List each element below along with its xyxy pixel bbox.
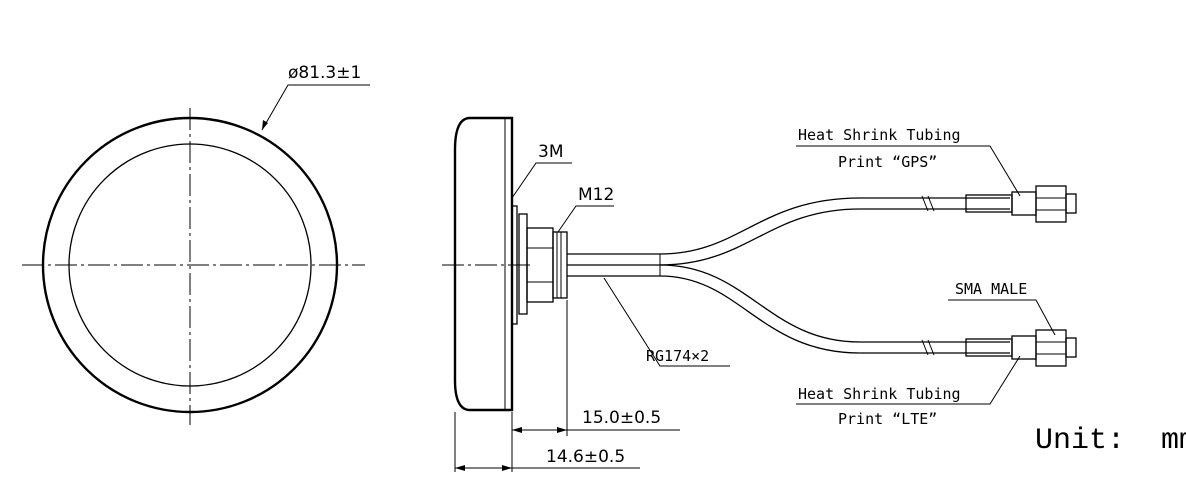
nut: [526, 227, 554, 303]
front-view: ø81.3±1: [22, 63, 370, 425]
adhesive-leader: [511, 162, 572, 199]
cable-label: RG174×2: [646, 347, 709, 365]
thread-label: M12: [578, 185, 614, 205]
cable-gps: [659, 197, 1010, 255]
dim-height: 14.6±0.5: [546, 447, 625, 467]
dimensions: 15.0±0.5 14.6±0.5: [454, 300, 680, 472]
sleeve-lte-label-line1: Heat Shrink Tubing: [798, 385, 961, 403]
diameter-arrow: [262, 120, 268, 130]
connector-leader: [948, 299, 1056, 336]
sleeve-gps-label-line2: Print “GPS”: [838, 153, 937, 171]
antenna-dome-side: [453, 116, 514, 412]
connector-label: SMA MALE: [955, 280, 1027, 298]
threaded-stud: [552, 231, 568, 299]
connector-lte: [1035, 329, 1067, 367]
cable-lte: [659, 264, 1010, 343]
connector-gps: [1035, 185, 1067, 223]
adhesive-label: 3M: [538, 142, 563, 162]
sleeve-gps-label-line1: Heat Shrink Tubing: [798, 126, 961, 144]
sleeve-lte-label-line2: Print “LTE”: [838, 410, 937, 428]
thread-leader: [557, 205, 614, 233]
diameter-label: ø81.3±1: [288, 63, 361, 83]
cable-assembly: [567, 185, 1077, 367]
sleeve-lte-leader: [796, 355, 1021, 405]
dim-thread-length: 15.0±0.5: [582, 408, 661, 428]
cable-leader: [603, 277, 730, 367]
side-view: 3M M12: [442, 116, 614, 412]
unit-label: Unit: mm: [1035, 424, 1186, 458]
washer: [518, 213, 528, 315]
adhesive-pad: [511, 205, 518, 325]
sleeve-gps-leader: [796, 145, 1021, 197]
diameter-leader: [261, 84, 370, 131]
